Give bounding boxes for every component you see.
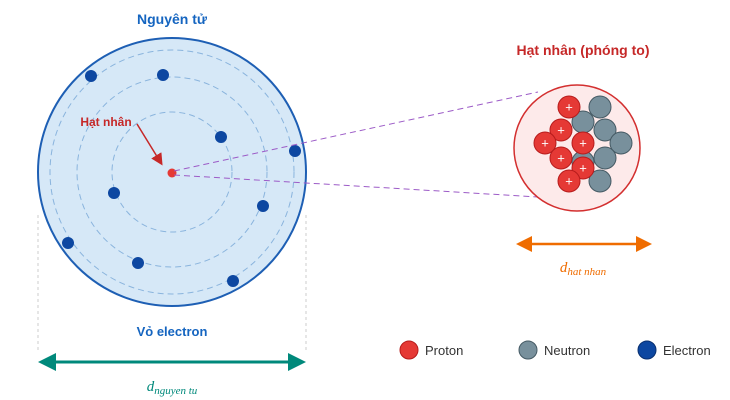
electron xyxy=(108,187,120,199)
electron xyxy=(289,145,301,157)
legend-item-proton: Proton xyxy=(399,340,463,360)
neutron xyxy=(593,146,617,170)
zoom-line-top xyxy=(173,91,539,172)
proton: + xyxy=(549,118,573,142)
svg-text:+: + xyxy=(565,174,573,189)
legend-item-neutron: Neutron xyxy=(518,340,590,360)
svg-text:+: + xyxy=(557,123,565,138)
proton: + xyxy=(557,169,581,193)
neutron xyxy=(588,169,612,193)
electron xyxy=(157,69,169,81)
legend-swatch-electron xyxy=(637,340,657,360)
legend-swatch-proton xyxy=(399,340,419,360)
nucleus-zoom-title: Hạt nhân (phóng to) xyxy=(517,42,650,58)
proton: + xyxy=(533,131,557,155)
svg-text:+: + xyxy=(565,100,573,115)
legend-swatch-neutron xyxy=(518,340,538,360)
nucleus-pointer-arrow xyxy=(136,123,163,166)
protons: + + + + + + + xyxy=(533,95,595,193)
neutron xyxy=(609,131,633,155)
electron xyxy=(257,200,269,212)
atom-diameter-label: dnguyen tu xyxy=(147,379,198,397)
nucleus-label: Hạt nhân xyxy=(80,115,131,129)
electron xyxy=(227,275,239,287)
legend: Proton Neutron Electron xyxy=(399,340,711,360)
neutron xyxy=(593,118,617,142)
svg-text:+: + xyxy=(579,161,587,176)
neutron xyxy=(588,95,612,119)
proton: + xyxy=(557,95,581,119)
nucleus-diameter-arrow xyxy=(516,236,652,252)
atom-nucleus-dot xyxy=(167,168,177,178)
svg-text:+: + xyxy=(557,151,565,166)
legend-item-electron: Electron xyxy=(637,340,711,360)
electrons xyxy=(62,69,301,287)
electron xyxy=(62,237,74,249)
atom-title: Nguyên tử xyxy=(137,11,208,27)
svg-text:+: + xyxy=(541,136,549,151)
proton: + xyxy=(549,146,573,170)
electron xyxy=(215,131,227,143)
svg-text:Neutron: Neutron xyxy=(544,343,590,358)
electron-shell-inner xyxy=(111,111,233,233)
electron-shell-label: Vỏ electron xyxy=(137,324,208,339)
electron xyxy=(132,257,144,269)
svg-text:Proton: Proton xyxy=(425,343,463,358)
svg-text:+: + xyxy=(579,136,587,151)
electron-shell-outer xyxy=(49,49,295,295)
electron-shell-middle xyxy=(76,76,268,268)
zoom-line-bottom xyxy=(173,174,539,198)
proton: + xyxy=(571,131,595,155)
electron xyxy=(85,70,97,82)
atom-diameter-arrow xyxy=(38,353,306,371)
svg-text:Electron: Electron xyxy=(663,343,711,358)
nucleus-diameter-label: dhat nhan xyxy=(560,260,607,278)
